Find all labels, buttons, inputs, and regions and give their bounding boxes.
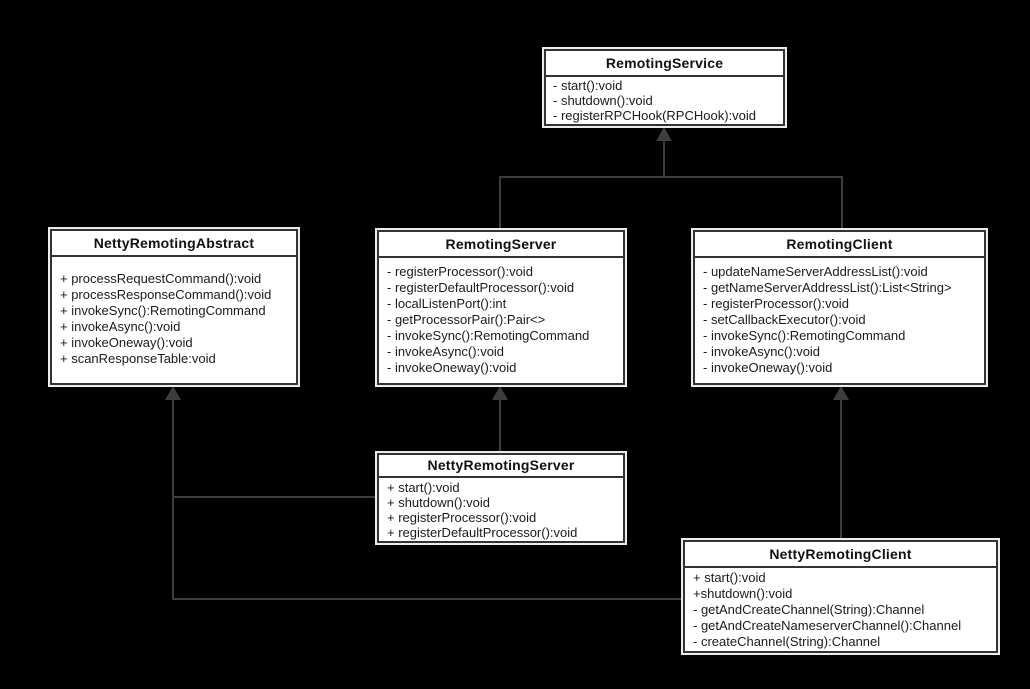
- class-remoting-client: RemotingClient - updateNameServerAddress…: [693, 230, 986, 385]
- method-row: +shutdown():void: [693, 586, 793, 601]
- method-row: - invokeOneway():void: [387, 360, 517, 375]
- arrowhead-up-icon: [833, 386, 849, 400]
- class-title: NettyRemotingAbstract: [52, 231, 296, 257]
- class-title: NettyRemotingServer: [379, 455, 623, 478]
- connector-service-stem: [663, 140, 665, 178]
- method-row: + invokeAsync():void: [60, 319, 181, 334]
- method-row: - getNameServerAddressList():List<String…: [703, 280, 952, 295]
- class-netty-remoting-client: NettyRemotingClient + start():void+shutd…: [683, 540, 998, 653]
- method-row: - setCallbackExecutor():void: [703, 312, 866, 327]
- class-title: RemotingServer: [379, 232, 623, 258]
- method-row: - createChannel(String):Channel: [693, 634, 881, 649]
- method-row: - registerProcessor():void: [703, 296, 849, 311]
- method-row: - invokeSync():RemotingCommand: [703, 328, 906, 343]
- method-row: - registerDefaultProcessor():void: [387, 280, 575, 295]
- arrowhead-up-icon: [492, 386, 508, 400]
- class-title: RemotingClient: [695, 232, 984, 258]
- connector-nettyclient-to-client: [840, 399, 842, 540]
- connector-service-bar: [499, 176, 843, 178]
- method-row: - getAndCreateNameserverChannel():Channe…: [693, 618, 962, 633]
- connector-nettyclient-to-abstract: [172, 598, 683, 600]
- method-row: + invokeSync():RemotingCommand: [60, 303, 266, 318]
- method-row: + start():void: [387, 480, 460, 495]
- class-remoting-server: RemotingServer - registerProcessor():voi…: [377, 230, 625, 385]
- method-row: - getAndCreateChannel(String):Channel: [693, 602, 925, 617]
- method-row: + scanResponseTable:void: [60, 351, 216, 366]
- method-row: + start():void: [693, 570, 766, 585]
- connector-service-right: [841, 176, 843, 230]
- class-methods: + start():void+ shutdown():void+ registe…: [379, 478, 623, 541]
- class-netty-remoting-server: NettyRemotingServer + start():void+ shut…: [377, 453, 625, 543]
- method-row: + registerDefaultProcessor():void: [387, 525, 578, 540]
- method-row: + shutdown():void: [387, 495, 490, 510]
- arrowhead-up-icon: [165, 386, 181, 400]
- method-row: - invokeOneway():void: [703, 360, 833, 375]
- method-row: - getProcessorPair():Pair<>: [387, 312, 546, 327]
- method-row: + registerProcessor():void: [387, 510, 537, 525]
- method-row: - invokeSync():RemotingCommand: [387, 328, 590, 343]
- method-row: - updateNameServerAddressList():void: [703, 264, 928, 279]
- connector-service-left: [499, 176, 501, 230]
- class-methods: + processRequestCommand():void+ processR…: [52, 257, 296, 381]
- method-row: - shutdown():void: [553, 93, 653, 108]
- arrowhead-up-icon: [656, 127, 672, 141]
- method-row: + processRequestCommand():void: [60, 271, 262, 286]
- method-row: - registerProcessor():void: [387, 264, 533, 279]
- method-row: - start():void: [553, 78, 623, 93]
- connector-nettyserver-to-server: [499, 399, 501, 453]
- class-methods: - start():void- shutdown():void- registe…: [546, 77, 783, 124]
- method-row: - registerRPCHook(RPCHook):void: [553, 108, 756, 123]
- method-row: + processResponseCommand():void: [60, 287, 272, 302]
- class-netty-remoting-abstract: NettyRemotingAbstract + processRequestCo…: [50, 229, 298, 385]
- connector-nettyserver-to-abstract: [172, 496, 377, 498]
- class-methods: - registerProcessor():void- registerDefa…: [379, 258, 623, 382]
- connector-abstract-stem: [172, 399, 174, 600]
- method-row: - invokeAsync():void: [387, 344, 505, 359]
- class-methods: - updateNameServerAddressList():void- ge…: [695, 258, 984, 382]
- method-row: - localListenPort():int: [387, 296, 507, 311]
- method-row: + invokeOneway():void: [60, 335, 193, 350]
- class-title: RemotingService: [546, 51, 783, 77]
- method-row: - invokeAsync():void: [703, 344, 821, 359]
- class-remoting-service: RemotingService - start():void- shutdown…: [544, 49, 785, 126]
- class-title: NettyRemotingClient: [685, 542, 996, 568]
- class-methods: + start():void+shutdown():void- getAndCr…: [685, 568, 996, 651]
